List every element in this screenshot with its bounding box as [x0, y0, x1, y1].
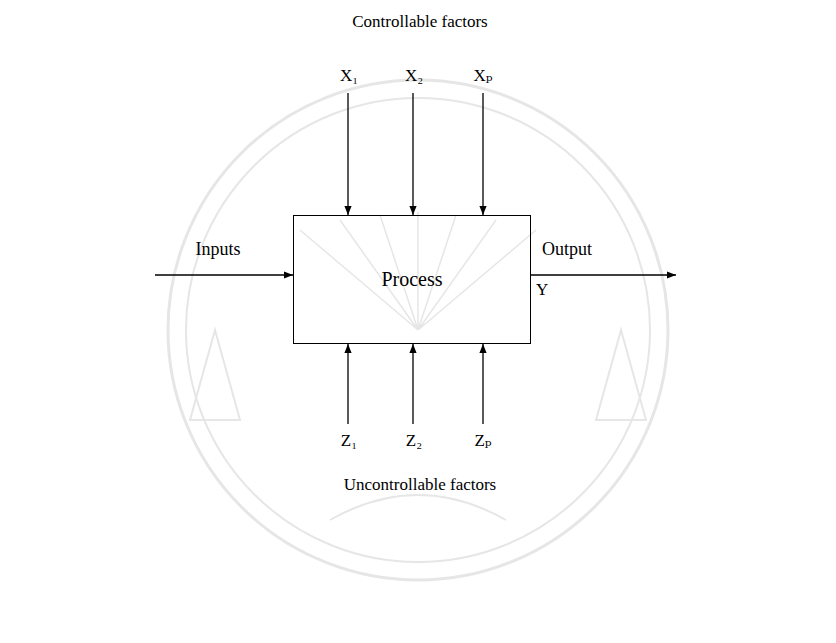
uncontrollable-arrow — [412, 344, 413, 424]
group-heading: Controllable factors — [352, 13, 488, 32]
input-label: Inputs — [196, 240, 241, 260]
factor-symbol: X₁ — [340, 67, 358, 86]
uncontrollable-arrow — [347, 344, 348, 424]
factor-symbol: Z₂ — [406, 432, 422, 451]
factor-symbol: Zₚ — [474, 432, 491, 451]
controllable-arrow — [482, 93, 483, 215]
factor-symbol: Xₚ — [473, 67, 492, 86]
node-body: Process — [381, 268, 442, 291]
output-arrow — [531, 274, 676, 275]
seal-watermark — [168, 80, 668, 580]
factor-symbol: X₂ — [405, 67, 423, 86]
controllable-arrow — [347, 93, 348, 215]
uncontrollable-arrow — [482, 344, 483, 424]
group-heading: Uncontrollable factors — [344, 476, 496, 495]
factor-arrows — [155, 93, 676, 424]
process-box: Process — [293, 215, 531, 344]
process-label: Process — [381, 268, 442, 291]
output-label: Output — [542, 240, 592, 260]
controllable-arrow — [412, 93, 413, 215]
output-symbol: Y — [536, 281, 548, 300]
input-arrow — [155, 274, 293, 275]
factor-symbol: Z₁ — [341, 432, 357, 451]
